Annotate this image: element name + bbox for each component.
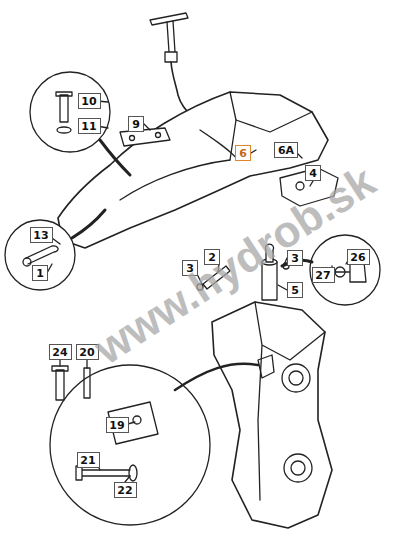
callout-box: 5: [287, 282, 303, 298]
callout-number: 4: [309, 168, 317, 179]
callout-box: 22: [114, 482, 137, 498]
callout-box: 4: [305, 165, 321, 181]
callout-number: 22: [117, 485, 132, 496]
callout-box: 10: [78, 93, 101, 109]
callout-box: 13: [30, 227, 53, 243]
callout-number: 24: [52, 347, 67, 358]
callout-box: 19: [106, 417, 129, 433]
callout-number: 11: [81, 121, 96, 132]
callout-number: 13: [33, 230, 48, 241]
callout-number: 20: [79, 347, 94, 358]
callout-number: 19: [109, 420, 124, 431]
callout-number: 27: [315, 270, 330, 281]
callout-box: 1: [32, 265, 48, 281]
callout-box: 9: [128, 116, 144, 132]
callout-box: 27: [312, 267, 335, 283]
callout-box: 26: [347, 249, 370, 265]
callout-box: 21: [77, 452, 100, 468]
callout-number: 26: [350, 252, 365, 263]
callout-number: 21: [80, 455, 95, 466]
callout-number: 9: [132, 119, 140, 130]
callout-box: 6: [235, 145, 251, 161]
callout-number: 6A: [278, 145, 294, 156]
callout-number: 5: [291, 285, 299, 296]
callout-box: 24: [49, 344, 72, 360]
callout-number: 10: [81, 96, 96, 107]
callout-box: 6A: [274, 142, 298, 158]
callout-number: 1: [36, 268, 44, 279]
callout-number: 6: [239, 148, 247, 159]
callout-box: 11: [78, 118, 101, 134]
